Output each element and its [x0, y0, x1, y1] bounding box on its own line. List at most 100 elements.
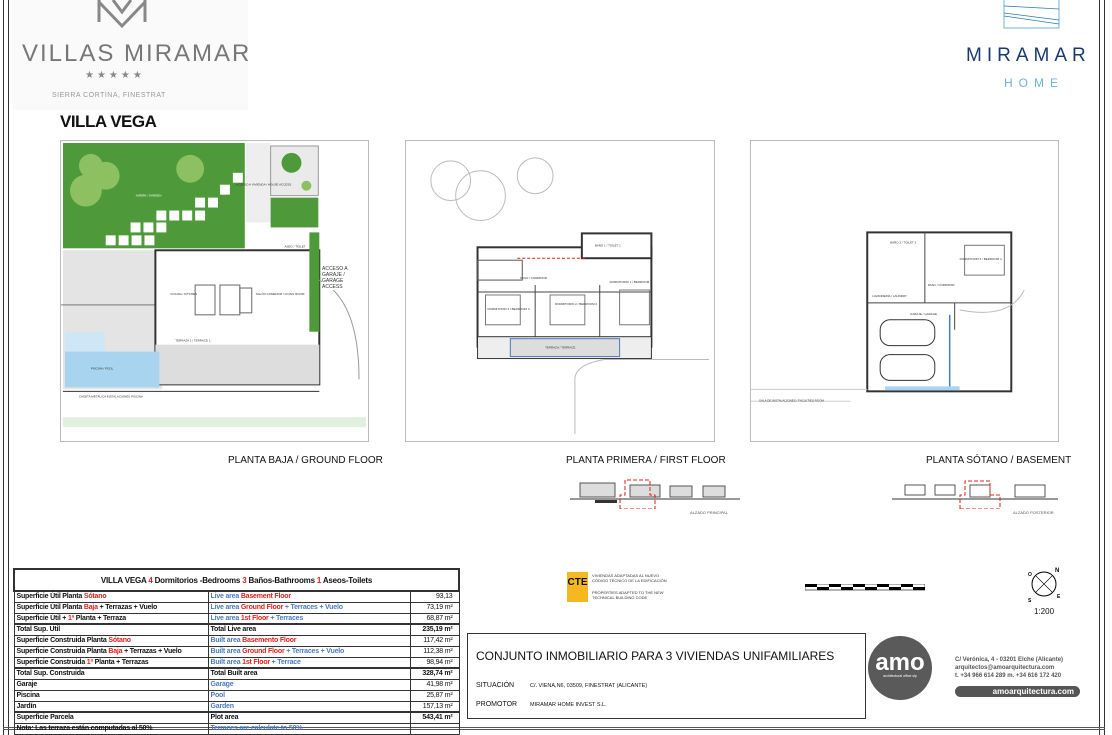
page-border-right — [1099, 0, 1105, 735]
text-segment: 1 — [316, 575, 322, 585]
villa-title: VILLA VEGA — [60, 112, 157, 131]
svg-text:ASEO / TOILET: ASEO / TOILET — [285, 244, 306, 248]
row-label-es: Superficie Útil Planta Sótano — [13, 590, 209, 603]
brand-stars: ★★★★★ — [85, 70, 145, 81]
amo-logo: amo architectural office slp — [868, 636, 932, 700]
architect-phones: t. +34 966 614 289 m. +34 616 172 420 — [955, 673, 1062, 679]
rear-elevation-label: ALZADO POSTERIOR — [1013, 510, 1054, 515]
front-elevation-label: ALZADO PRINCIPAL — [690, 510, 728, 515]
row-label-en: Garage — [207, 678, 411, 691]
architect-website-link[interactable]: amoarquitectura.com — [955, 686, 1080, 697]
promotor-label: PROMOTOR — [476, 701, 518, 708]
row-label-en: Live area Ground Floor + Terraces + Vuel… — [207, 601, 411, 614]
svg-text:TERRAZA / TERRACE: TERRAZA / TERRACE — [545, 346, 575, 350]
amo-logo-sub: architectural office slp — [883, 674, 917, 678]
row-label-en: Live area Basement Floor — [207, 590, 411, 603]
row-value: 41,98 m² — [409, 678, 460, 691]
svg-text:N: N — [1055, 568, 1059, 574]
row-value: 93,13 — [409, 590, 460, 603]
text-segment: Superficie Construida Planta — [16, 648, 109, 655]
north-compass-icon: N O E S — [1028, 568, 1061, 604]
row-label-en: Built area Ground Floor + Terraces + Vue… — [207, 645, 411, 658]
svg-text:PASO / CORRIDOR: PASO / CORRIDOR — [928, 283, 955, 287]
text-segment: Basemento Floor — [242, 637, 297, 644]
front-elevation-thumbnail — [570, 479, 740, 509]
cte-line: VIVIENDAS ADAPTADAS AL NUEVO — [592, 573, 660, 578]
row-label-es: Jardín — [13, 700, 209, 713]
table-row: Superficie Construida 1ª Planta + Terraz… — [13, 656, 460, 669]
row-label-es: Superficie Útil + 1ª Planta + Terraza — [13, 612, 209, 625]
text-segment: Live area — [210, 593, 241, 601]
text-segment: Built area — [210, 637, 243, 644]
text-segment: Sótano — [83, 593, 107, 601]
car-icon — [879, 319, 936, 347]
table-title: VILLA VEGA 4 Dormitorios -Bedrooms 3 Bañ… — [13, 568, 460, 592]
text-segment: Dormitorios -Bedrooms — [152, 575, 243, 585]
text-segment: Jardín — [16, 702, 37, 710]
svg-text:BAÑO 3 / TOILET 3: BAÑO 3 / TOILET 3 — [890, 239, 916, 244]
situacion-value: C/. VIENA,N6, 03509, FINESTRAT (ALICANTE… — [530, 683, 648, 689]
text-segment: 1ª — [86, 658, 93, 666]
row-label-en: Garden — [207, 700, 411, 713]
table-title-row: VILLA VEGA 4 Dormitorios -Bedrooms 3 Bañ… — [13, 568, 460, 592]
architect-email[interactable]: arquitectos@amoarquitectura.com — [955, 665, 1055, 671]
row-label-en: Terraces are calculate to 50% — [207, 722, 411, 735]
page-border-left — [3, 0, 9, 735]
text-segment: Superficie Útil Planta — [16, 604, 84, 611]
row-label-en: Total Live area — [207, 623, 411, 636]
cte-text-en: PROPERTIES ADAPTED TO THE NEW TECHNICAL … — [592, 590, 664, 600]
text-segment: Baja — [83, 604, 98, 611]
text-segment: Total Sup. Construida — [16, 670, 85, 678]
basement-label: PLANTA SÓTANO / BASEMENT — [926, 455, 1072, 466]
row-value: 157,13 m² — [409, 700, 460, 713]
text-segment: Superficie Útil Planta — [16, 593, 84, 601]
text-segment: Total Live area — [210, 626, 257, 634]
text-segment: 3 — [242, 575, 247, 585]
architect-address: C/ Verónica, 4 - 03201 Elche (Alicante) — [955, 657, 1064, 663]
svg-text:BAÑO 1 / TOILET 1: BAÑO 1 / TOILET 1 — [595, 242, 621, 247]
svg-text:PASO / CORRIDOR: PASO / CORRIDOR — [520, 276, 547, 280]
brand-name-right: MIRAMAR — [966, 45, 1091, 66]
scale-label: 1:200 — [1034, 607, 1055, 616]
row-value: 25,87 m² — [409, 689, 460, 702]
scale-bar — [805, 584, 925, 591]
project-title: CONJUNTO INMOBILIARIO PARA 3 VIVIENDAS U… — [476, 649, 835, 663]
brand-sub-right: HOME — [1004, 76, 1064, 90]
row-value — [409, 722, 460, 735]
text-segment: 1ª — [67, 614, 75, 622]
svg-text:JARDÍN / GARDEN: JARDÍN / GARDEN — [136, 194, 162, 198]
cte-line: TECHNICAL BUILDING CODE — [592, 595, 648, 600]
row-label-es: Superficie Construida Planta Baja + Terr… — [13, 645, 209, 658]
architect-contact: C/ Verónica, 4 - 03201 Elche (Alicante) … — [955, 656, 1063, 680]
row-value: 543,41 m² — [409, 711, 460, 724]
row-label-es: Garaje — [13, 678, 209, 691]
areas-table: VILLA VEGA 4 Dormitorios -Bedrooms 3 Bañ… — [13, 568, 460, 735]
text-segment: + Terrazas + Vuelo — [97, 604, 158, 611]
svg-text:DORMITORIO 4 / BEDROOM 4: DORMITORIO 4 / BEDROOM 4 — [960, 257, 1002, 261]
row-label-en: Plot area — [207, 711, 411, 724]
ground-floor-plan: JARDÍN / GARDEN ACCESO A VIVIENDA / HOUS… — [60, 140, 369, 442]
row-label-es: Total Sup. Construida — [13, 667, 209, 680]
text-segment: + Terraces + Vuelo — [284, 648, 345, 655]
text-segment: Basement Floor — [240, 593, 291, 601]
svg-text:O: O — [1028, 572, 1032, 578]
svg-text:E: E — [1057, 594, 1061, 600]
row-label-es: Total Sup. Util — [13, 623, 209, 636]
brand-location: SIERRA CORTINA, FINESTRAT — [52, 92, 166, 99]
text-segment: Live area — [210, 604, 241, 611]
cte-logo: CTE — [567, 572, 588, 602]
row-label-en: Pool — [207, 689, 411, 702]
svg-text:SALA DE INSTALACIONES / FACILI: SALA DE INSTALACIONES / FACILITIES ROOM — [759, 398, 824, 402]
text-segment: + Terraces — [268, 614, 304, 622]
situacion-label: SITUACIÓN — [476, 682, 515, 689]
text-segment: + Terrazas + Vuelo — [122, 648, 182, 655]
row-label-en: Built area 1st Floor + Terrace — [207, 656, 411, 669]
amo-logo-text: amo — [875, 649, 925, 676]
svg-text:DORMITORIO 2 / BEDROOM 2: DORMITORIO 2 / BEDROOM 2 — [555, 302, 597, 306]
text-segment: Baja — [108, 648, 123, 655]
text-segment: Aseos-Toilets — [321, 575, 373, 585]
